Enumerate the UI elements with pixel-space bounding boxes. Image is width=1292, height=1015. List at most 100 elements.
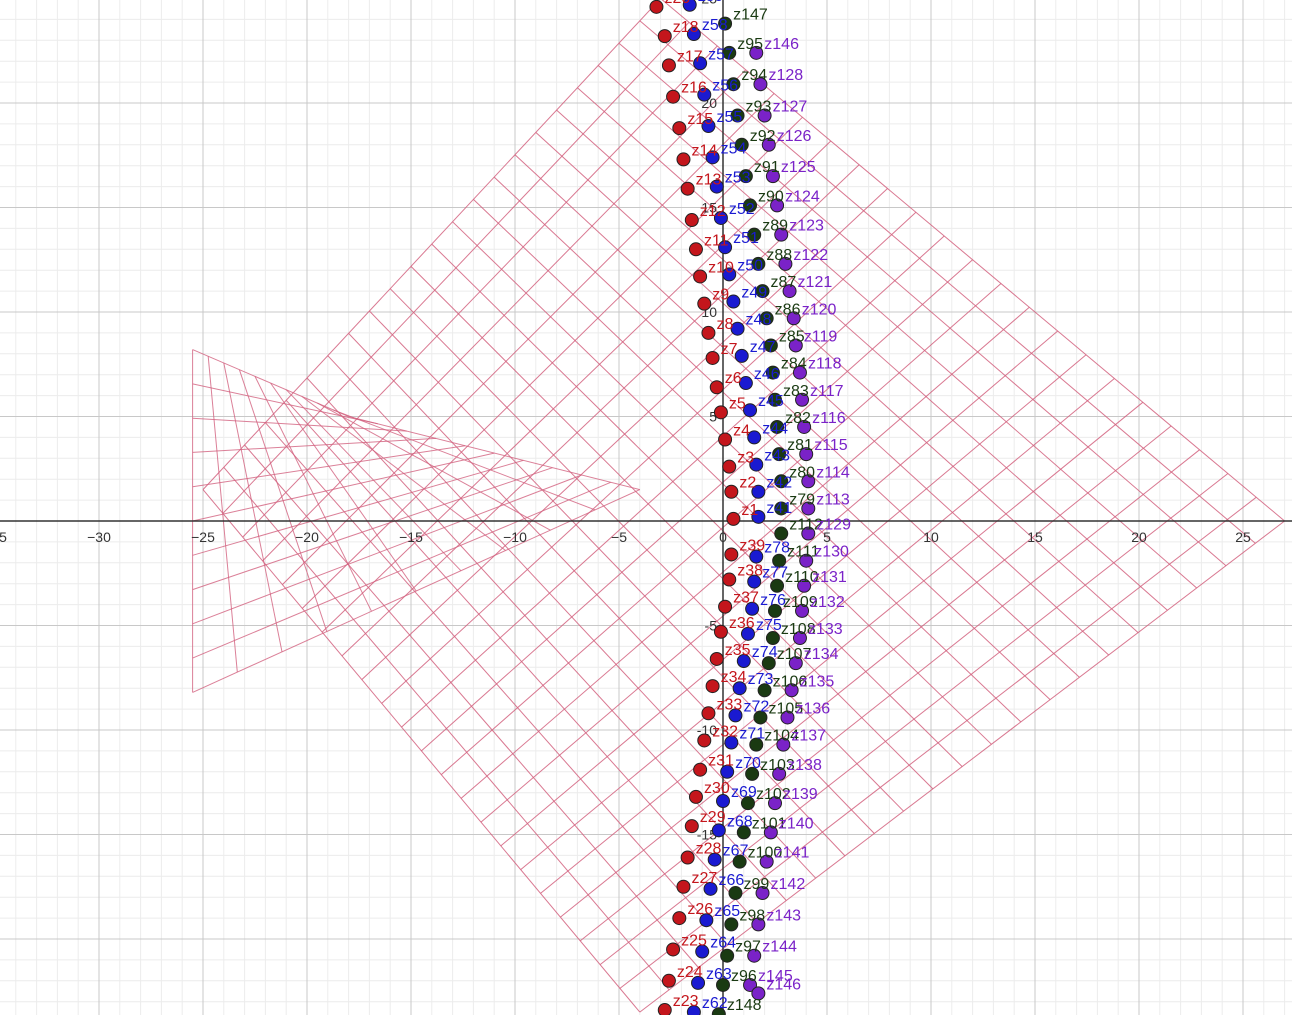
point-label: z120	[802, 301, 837, 318]
point-label: z4	[733, 422, 750, 439]
data-point	[755, 284, 770, 299]
point-label: z53	[725, 170, 751, 187]
point-label: z8	[716, 316, 733, 333]
data-point	[724, 547, 739, 562]
point-label: z134	[804, 646, 839, 663]
data-point	[768, 796, 782, 811]
data-point	[701, 706, 716, 721]
point-label: z57	[708, 46, 734, 63]
y-tick-label: -5	[705, 618, 718, 634]
data-point	[801, 474, 816, 489]
data-point	[726, 77, 741, 92]
point-label: z86	[775, 301, 801, 318]
data-point	[724, 917, 739, 932]
point-label: z23	[673, 993, 699, 1010]
point-label: z64	[710, 935, 736, 952]
data-point	[770, 578, 785, 593]
mesh-line	[599, 473, 1229, 965]
point-label: z83	[783, 383, 809, 400]
data-point	[730, 321, 745, 336]
point-label: z140	[779, 815, 814, 832]
data-point	[707, 852, 722, 867]
point-label: z118	[808, 356, 842, 373]
mesh-line	[270, 382, 417, 592]
data-point	[680, 850, 695, 865]
data-point	[709, 651, 724, 666]
data-point	[734, 137, 749, 152]
mesh-line	[348, 416, 640, 491]
point-label: z41	[766, 500, 792, 517]
point-label: z109	[783, 594, 818, 611]
point-label: z66	[719, 872, 745, 889]
data-point	[786, 311, 801, 326]
point-label: z124	[785, 188, 820, 205]
x-tick-label: 20	[1131, 529, 1147, 545]
point-label: z130	[814, 544, 849, 561]
data-point	[724, 735, 739, 750]
data-point	[801, 526, 816, 541]
x-tick-label: 5	[823, 529, 831, 545]
data-point	[782, 284, 797, 299]
point-label: z15	[687, 111, 713, 128]
point-label: z131	[812, 569, 847, 586]
data-point	[797, 419, 812, 434]
mesh-line	[514, 154, 1080, 678]
mesh-line	[440, 283, 1002, 775]
point-label: z147	[733, 7, 768, 24]
mesh-line	[639, 20, 1256, 544]
data-point	[799, 447, 814, 462]
point-label: z146	[766, 976, 801, 993]
data-point	[726, 511, 741, 526]
data-point	[703, 881, 718, 896]
point-label: z107	[777, 646, 812, 663]
data-point	[722, 459, 737, 474]
mesh-line	[192, 481, 611, 659]
point-label: z132	[810, 594, 845, 611]
point-label: z110	[785, 569, 819, 586]
mesh-line	[597, 65, 1198, 589]
data-point	[753, 710, 768, 725]
data-point	[695, 944, 710, 959]
data-point	[697, 87, 712, 102]
point-label: z5	[729, 395, 746, 412]
point-label: z63	[706, 966, 732, 983]
point-label: z16	[681, 80, 707, 97]
data-point	[684, 213, 699, 228]
data-point	[736, 825, 751, 840]
data-point	[693, 56, 708, 71]
data-point	[738, 169, 753, 184]
mesh-line	[520, 378, 1115, 870]
mesh-line	[192, 474, 582, 625]
point-label: z44	[762, 420, 788, 437]
point-label: z92	[750, 128, 776, 145]
data-point	[757, 683, 772, 698]
point-label: z112	[789, 517, 823, 534]
point-label: z6	[725, 370, 742, 387]
point-label: z87	[771, 274, 797, 291]
point-label: z9	[712, 287, 729, 304]
data-point	[657, 29, 672, 44]
point-label: z2	[739, 475, 756, 492]
data-point	[711, 823, 726, 838]
mesh-line	[618, 42, 1227, 567]
point-label: z25	[681, 932, 707, 949]
data-point	[792, 365, 807, 380]
data-point	[722, 267, 737, 282]
mesh-line	[500, 354, 1087, 847]
point-label: z91	[754, 159, 780, 176]
point-label: z28	[696, 840, 722, 857]
point-label: z135	[800, 673, 835, 690]
point-label: z29	[700, 809, 726, 826]
data-point	[768, 392, 782, 407]
point-label: z13	[696, 172, 722, 189]
point-label: z75	[756, 617, 782, 634]
point-label: z70	[735, 755, 761, 772]
data-point	[718, 432, 733, 447]
point-label: z14	[691, 142, 717, 159]
point-label: z51	[733, 230, 759, 247]
data-point	[724, 484, 739, 499]
point-label: z45	[758, 393, 784, 410]
